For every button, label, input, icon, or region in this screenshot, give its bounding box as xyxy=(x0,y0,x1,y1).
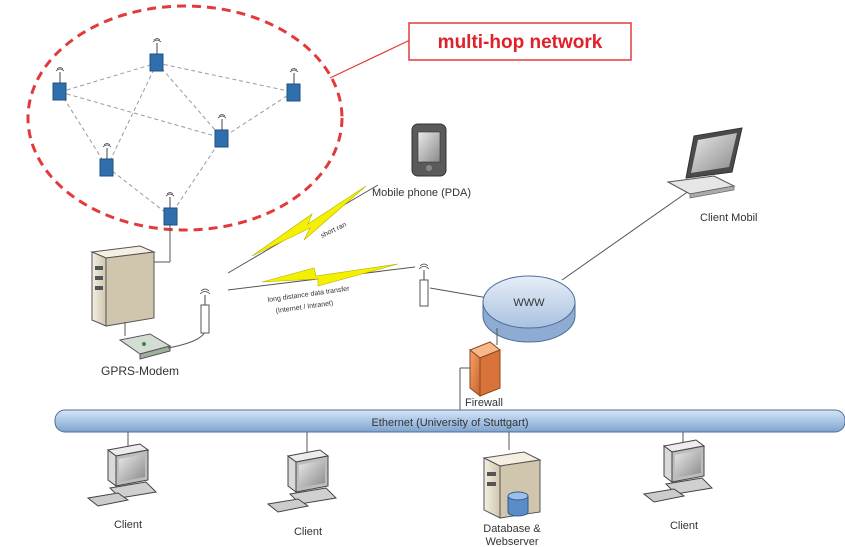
label-firewall: Firewall xyxy=(465,397,503,409)
bus-drops xyxy=(127,432,684,452)
label-client-mobil: Client Mobil xyxy=(700,212,757,224)
label-short-range: short ran xyxy=(320,221,348,239)
sensor-node-icon xyxy=(99,143,114,177)
label-gprs-modem: GPRS-Modem xyxy=(101,364,179,378)
label-www: WWW xyxy=(513,297,545,309)
sensor-node-icon xyxy=(52,67,67,101)
firewall-icon xyxy=(469,341,501,398)
database-server-icon xyxy=(482,451,542,519)
antenna-icon xyxy=(199,288,211,334)
server-tower-icon xyxy=(90,245,156,327)
label-long-distance-2: (Internet / Intranet) xyxy=(275,300,333,315)
laptop-www-link xyxy=(561,185,697,281)
callout-title: multi-hop network xyxy=(438,32,603,53)
multi-hop-ellipse xyxy=(26,4,344,232)
gprs-modem-icon xyxy=(118,333,172,360)
sensor-node-icon xyxy=(286,68,301,102)
www-cloud-icon xyxy=(482,275,576,343)
label-long-distance-1: long distance data transfer xyxy=(267,285,350,304)
modem-antenna-cable xyxy=(167,331,206,349)
label-database-2: Webserver xyxy=(486,536,539,547)
label-client-1: Client xyxy=(114,519,142,531)
client-computer-icon xyxy=(642,439,714,503)
antenna-icon xyxy=(418,263,430,307)
label-mobile-phone: Mobile phone (PDA) xyxy=(372,187,471,199)
mesh-links xyxy=(59,62,294,217)
label-client-3: Client xyxy=(670,520,698,532)
lightning-long-icon xyxy=(261,263,399,287)
callout-box xyxy=(408,22,632,61)
sensor-node-icon xyxy=(149,38,164,72)
label-database-1: Database & xyxy=(483,523,541,535)
sensor-node-icon xyxy=(214,114,229,148)
label-ethernet: Ethernet (University of Stuttgart) xyxy=(371,417,528,429)
label-client-2: Client xyxy=(294,526,322,538)
ethernet-bus xyxy=(54,409,845,433)
pda-icon xyxy=(411,123,447,177)
sensor-node-icon xyxy=(163,192,178,226)
client-computer-icon xyxy=(86,443,158,507)
callout-connector xyxy=(329,39,411,79)
antenna-www-link xyxy=(429,287,489,299)
laptop-icon xyxy=(666,127,743,199)
lightning-short-icon xyxy=(251,185,367,257)
client-computer-icon xyxy=(266,449,338,513)
